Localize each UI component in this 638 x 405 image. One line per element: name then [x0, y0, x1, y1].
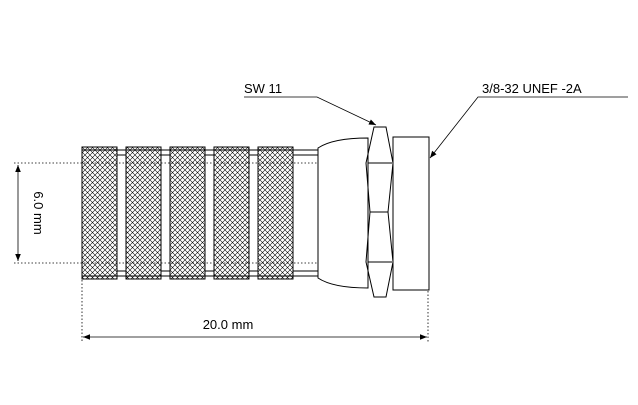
grip-band-3 — [169, 146, 206, 280]
wrench-leader-line — [244, 96, 377, 126]
grip-band-2 — [125, 146, 162, 280]
thread-body — [392, 136, 430, 291]
grip-band-1 — [81, 146, 118, 280]
length-label: 20.0 mm — [203, 317, 254, 332]
thread-leader-line — [429, 96, 628, 159]
hex-nut — [365, 126, 394, 298]
crimp-sleeve — [81, 146, 318, 280]
dimension-lines — [14, 96, 628, 343]
diameter-label: 6.0 mm — [31, 191, 46, 234]
wrench-size-label: SW 11 — [244, 81, 282, 96]
thread-spec-label: 3/8-32 UNEF -2A — [482, 81, 582, 96]
connector-head — [317, 126, 430, 298]
grip-band-4 — [213, 146, 250, 280]
grip-band-5 — [257, 146, 294, 280]
